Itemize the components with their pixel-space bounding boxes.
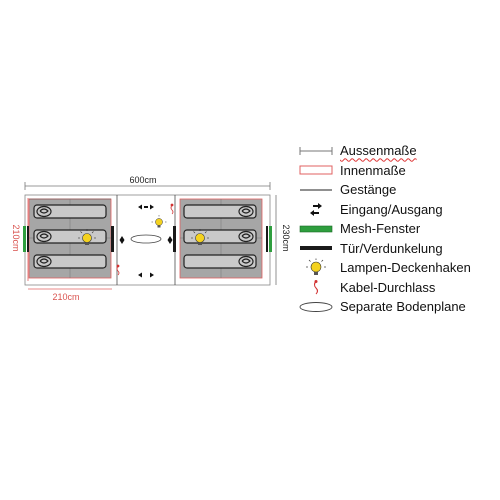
- sleeping-bag-icon: [183, 204, 257, 219]
- sleeping-bag-icon: [33, 229, 107, 244]
- sleeping-bag-icon: [33, 204, 107, 219]
- legend-label: Innenmaße: [340, 162, 406, 178]
- legend-item-inner: Innenmaße: [298, 161, 498, 181]
- legend-item-outer: Aussenmaße: [298, 141, 498, 161]
- lamp-hook-icon: [298, 258, 334, 277]
- legend-label: Gestänge: [340, 182, 397, 198]
- door-blackout: [27, 226, 29, 252]
- groundsheet-icon: [298, 297, 334, 316]
- legend-label: Lampen-Deckenhaken: [340, 260, 471, 276]
- legend-label: Separate Bodenplane: [340, 299, 466, 315]
- cable-port-icon: [170, 203, 174, 215]
- mesh-window: [23, 226, 26, 252]
- mesh-window-icon: [298, 219, 334, 238]
- inner-height-label: 210cm: [11, 224, 21, 251]
- legend-item-lamp: Lampen-Deckenhaken: [298, 258, 498, 278]
- outer-dimension-line: [24, 182, 271, 190]
- mesh-window: [269, 226, 272, 252]
- legend-item-entrance: Eingang/Ausgang: [298, 200, 498, 220]
- legend: Aussenmaße Innenmaße Gestänge Eingang/Au…: [298, 141, 498, 317]
- legend-label: Kabel-Durchlass: [340, 279, 436, 295]
- door-blackout-icon: [298, 239, 334, 258]
- entrance-arrows-icon: [119, 236, 125, 244]
- door-blackout: [173, 226, 176, 252]
- entrance-arrows-icon: [138, 272, 154, 278]
- door-blackout: [266, 226, 268, 252]
- sleeping-bag-icon: [183, 254, 257, 269]
- outer-height-label: 230cm: [281, 224, 291, 251]
- entrance-arrows-icon: [138, 204, 154, 210]
- legend-item-pole: Gestänge: [298, 180, 498, 200]
- sleeping-bag-icon: [33, 254, 107, 269]
- pole-line-icon: [298, 180, 334, 199]
- inner-dimension-icon: [298, 161, 334, 180]
- room-width-label: 210cm: [52, 292, 79, 302]
- cable-port-icon: [116, 264, 120, 276]
- entrance-arrows-icon: [298, 200, 334, 219]
- legend-label: Aussenmaße: [340, 143, 417, 159]
- legend-item-groundsheet: Separate Bodenplane: [298, 297, 498, 317]
- legend-label: Mesh-Fenster: [340, 221, 421, 237]
- entrance-arrows-icon: [167, 236, 173, 244]
- length-label: 600cm: [129, 175, 156, 185]
- sleeping-bag-icon: [183, 229, 257, 244]
- legend-label: Tür/Verdunkelung: [340, 240, 443, 256]
- legend-label: Eingang/Ausgang: [340, 201, 443, 217]
- lamp-hook-icon: [78, 229, 96, 245]
- tent-floor-plan: 600cm 210cm 210cm 230cm: [11, 175, 291, 302]
- legend-item-door: Tür/Verdunkelung: [298, 239, 498, 259]
- door-blackout: [111, 226, 114, 252]
- cable-port-icon: [298, 278, 334, 297]
- legend-item-cable: Kabel-Durchlass: [298, 278, 498, 298]
- groundsheet-icon: [130, 234, 162, 244]
- legend-item-mesh: Mesh-Fenster: [298, 219, 498, 239]
- lamp-hook-icon: [151, 215, 167, 228]
- outer-dimension-icon: [298, 141, 334, 160]
- lamp-hook-icon: [191, 229, 209, 245]
